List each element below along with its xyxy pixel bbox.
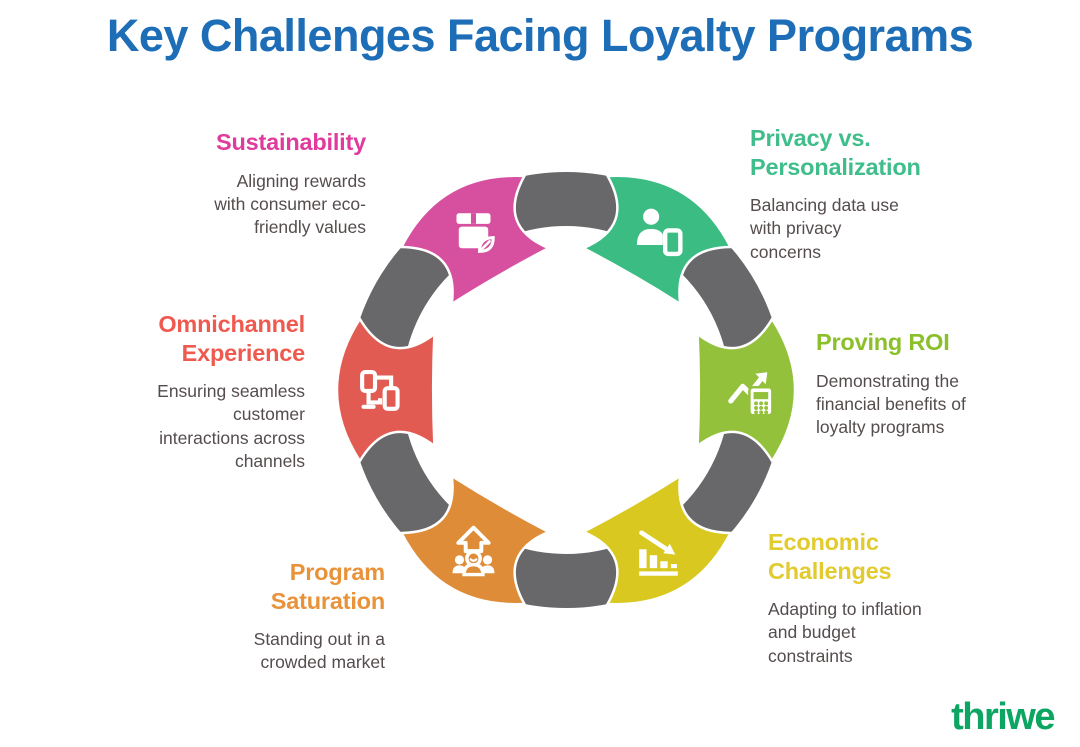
challenge-heading: Proving ROI [816,329,950,355]
callout-program-saturation: Program Saturation Standing out in a cro… [163,558,386,675]
growth-calculator-icon [728,372,774,417]
challenge-heading: Economic Challenges [768,529,892,584]
callout-proving-roi: Proving ROI Demonstrating the financial … [816,328,1048,439]
challenge-description: Ensuring seamless customer interactions … [157,381,305,471]
callout-omnichannel-experience: Omnichannel Experience Ensuring seamless… [93,310,305,473]
callout-privacy-vs-personalization: Privacy vs. Personalization Balancing da… [750,124,965,264]
segment-saturation [399,473,552,606]
declining-chart-icon [639,530,678,576]
thriwe-logo: thriwe [951,696,1055,738]
page-title: Key Challenges Facing Loyalty Programs [106,10,974,61]
callout-economic-challenges: Economic Challenges Adapting to inflatio… [768,528,1000,668]
crowd-growth-icon [452,525,495,577]
challenge-heading: Privacy vs. Personalization [750,125,921,180]
challenge-description: Demonstrating the financial benefits of … [816,370,966,437]
challenge-description: Aligning rewards with consumer eco- frie… [214,170,366,237]
package-leaf-icon [456,213,495,253]
challenge-description: Standing out in a crowded market [253,629,385,673]
challenge-description: Balancing data use with privacy concerns [750,195,899,262]
challenge-heading: Sustainability [216,129,366,155]
challenge-heading: Omnichannel Experience [158,311,305,366]
user-phone-icon [636,208,683,257]
callout-sustainability: Sustainability Aligning rewards with con… [148,128,366,239]
connected-devices-icon [360,369,400,411]
challenge-heading: Program Saturation [270,559,385,614]
challenge-description: Adapting to inflation and budget constra… [768,599,922,666]
